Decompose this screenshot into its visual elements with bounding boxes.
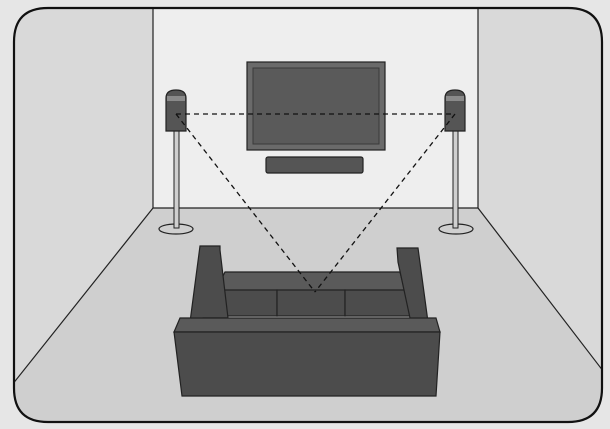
listening-triangle: [175, 113, 456, 293]
right-speaker: [438, 89, 474, 235]
left-speaker-pole: [173, 127, 180, 229]
frame-outline: [12, 6, 604, 424]
sofa: [173, 245, 441, 397]
room-edges: [14, 8, 602, 401]
left-speaker-to-listener-line: [175, 113, 316, 293]
sofa-cushion-middle: [276, 289, 346, 317]
soundbar: [265, 156, 364, 174]
left-speaker-highlight: [167, 96, 185, 101]
right-speaker-pole: [452, 127, 459, 229]
right-wall: [478, 8, 602, 380]
television: [246, 61, 386, 151]
sofa-base: [173, 331, 441, 397]
right-speaker-highlight: [446, 96, 464, 101]
sofa-seat-front: [173, 317, 441, 333]
right-speaker-to-listener-line: [314, 113, 456, 293]
left-speaker: [158, 89, 194, 235]
tv-screen: [252, 67, 380, 145]
left-wall: [14, 8, 153, 400]
